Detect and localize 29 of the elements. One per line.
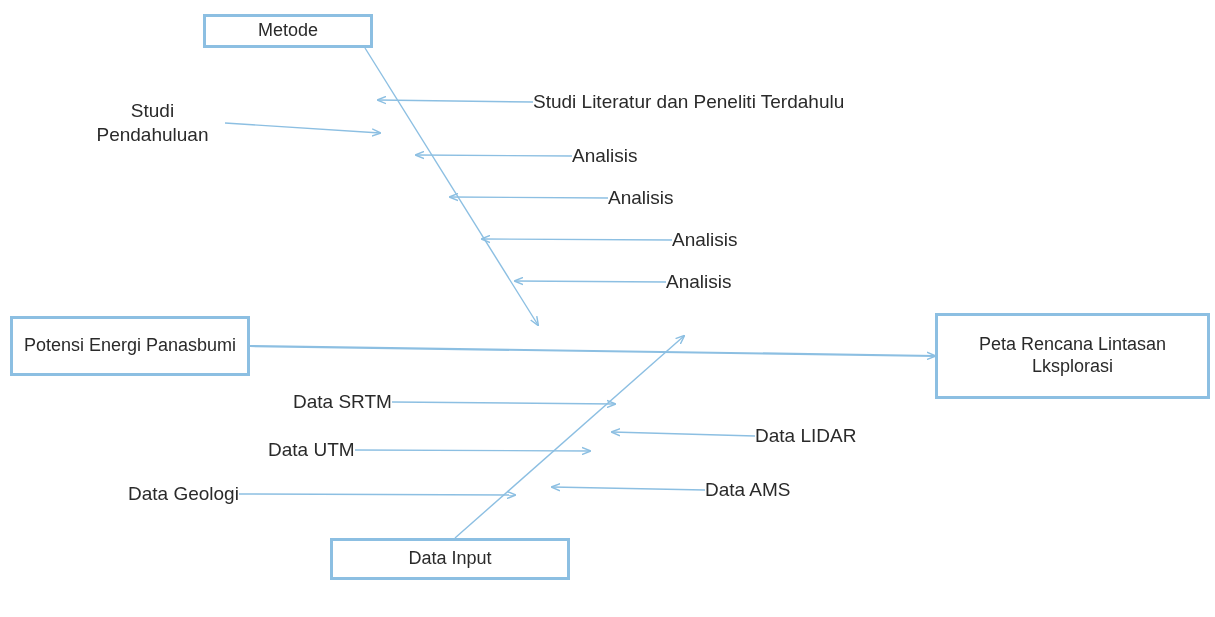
cause-label: Studi Literatur dan Peneliti Terdahulu xyxy=(533,88,845,116)
cause-label: Data Geologi xyxy=(128,480,239,508)
cause-label: Data UTM xyxy=(268,436,355,464)
cause-label: Data SRTM xyxy=(293,388,392,416)
arrow xyxy=(610,427,756,437)
cause-label: Data AMS xyxy=(705,476,791,504)
cause-label: Analisis xyxy=(572,142,638,170)
cause-label: Studi Pendahuluan xyxy=(80,95,225,151)
arrow xyxy=(550,482,706,492)
cause-label: Analisis xyxy=(672,226,738,254)
cause-label: Data LIDAR xyxy=(755,422,857,450)
arrow xyxy=(250,344,937,361)
cause-label: Analisis xyxy=(608,184,674,212)
arrow xyxy=(480,234,673,244)
arrow xyxy=(414,150,573,160)
process-box: Data Input xyxy=(330,538,570,580)
cause-label: Analisis xyxy=(666,268,732,296)
arrow xyxy=(354,446,592,456)
arrow xyxy=(448,192,609,202)
arrow xyxy=(513,276,667,286)
arrow xyxy=(454,334,686,539)
process-box: Potensi Energi Panasbumi xyxy=(10,316,250,376)
process-box: Peta Rencana Lintasan Lksplorasi xyxy=(935,313,1210,399)
arrow xyxy=(238,490,517,500)
arrow xyxy=(224,122,382,137)
arrow xyxy=(376,95,534,105)
process-box: Metode xyxy=(203,14,373,48)
arrow xyxy=(364,47,540,327)
arrow xyxy=(391,399,617,409)
